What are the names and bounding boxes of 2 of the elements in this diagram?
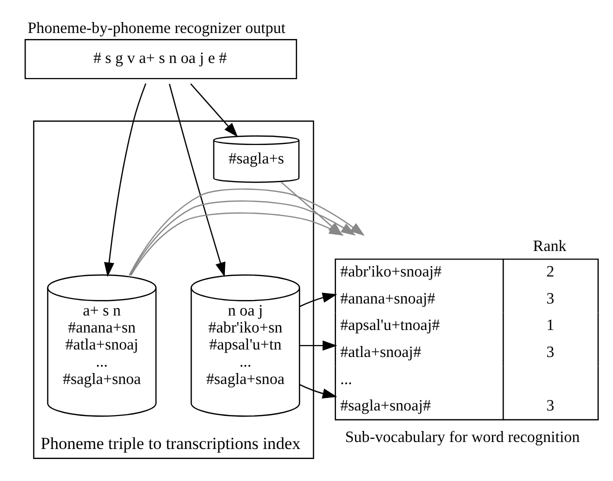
node-text: Rank #abr'iko+snoaj# 2 #anana+snoaj# 3 #apsal'u+tnoaj# 1 #atla+snoaj# 3 ... #sagla+snoaj# 3 Sub-vocabulary for word recognition [340,238,580,446]
node-label: Phoneme-by-phoneme recognizer output [28,20,286,37]
